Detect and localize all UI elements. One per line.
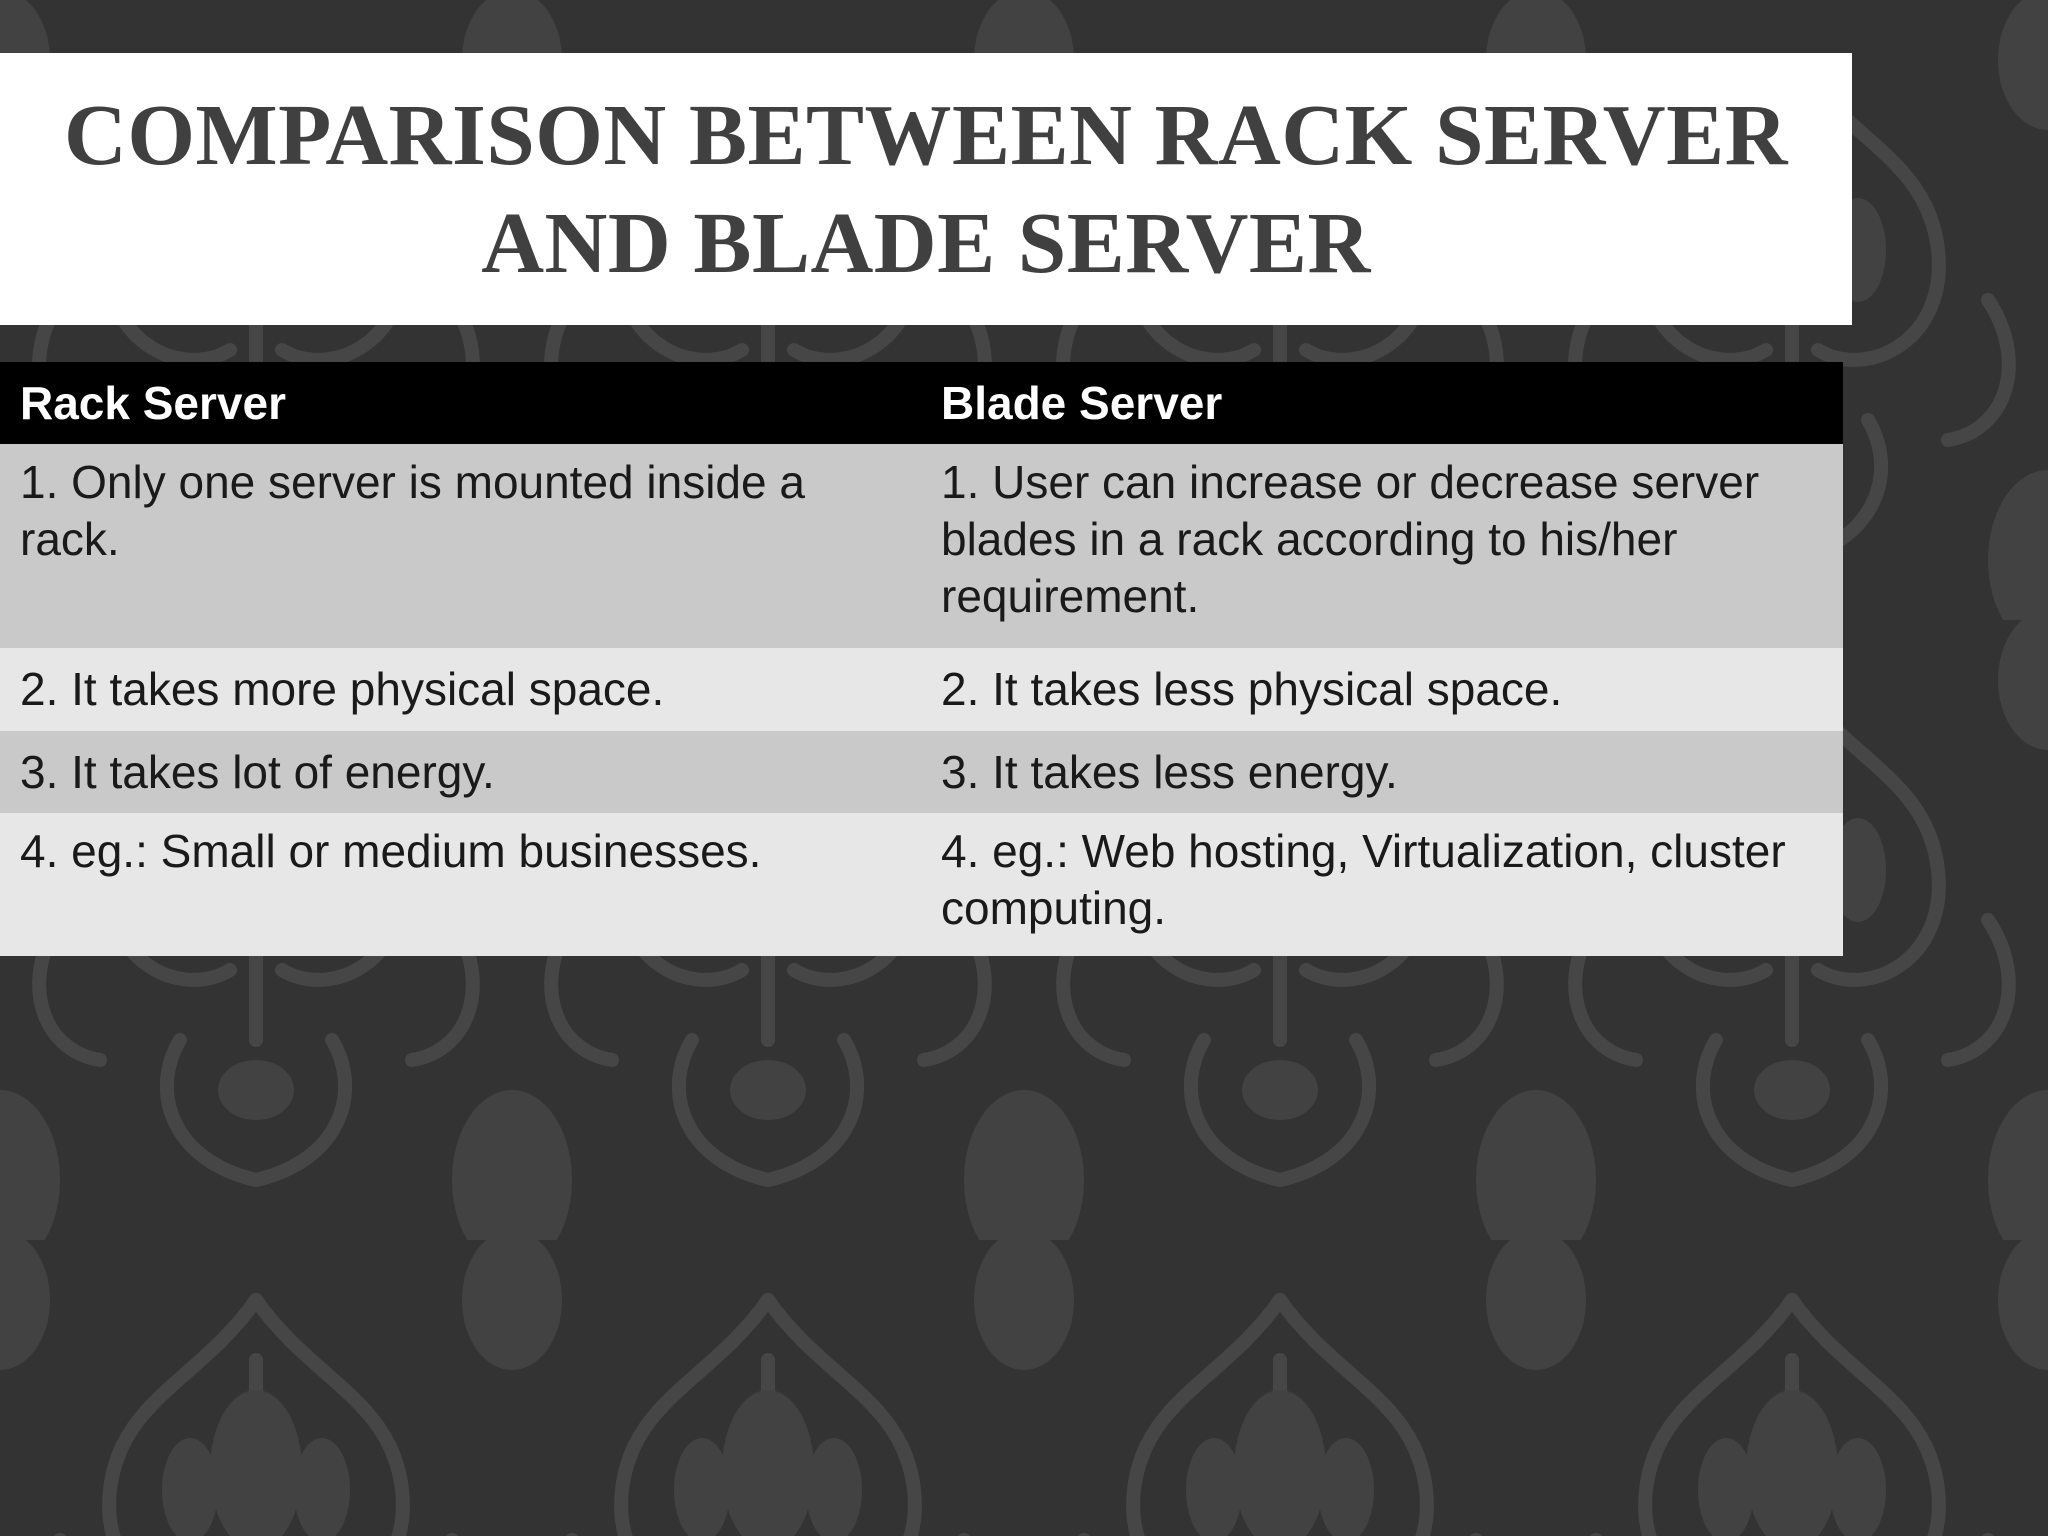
table-row: 3. It takes lot of energy. 3. It takes l… <box>0 731 1843 813</box>
blade-cell: 1. User can increase or decrease server … <box>921 444 1843 648</box>
slide-title: COMPARISON BETWEEN RACK SERVER AND BLADE… <box>64 86 1788 291</box>
table-row: 1. Only one server is mounted inside a r… <box>0 444 1843 648</box>
table-header-row: Rack Server Blade Server <box>0 362 1843 444</box>
rack-cell: 4. eg.: Small or medium businesses. <box>0 813 921 956</box>
blade-cell: 3. It takes less energy. <box>921 731 1843 813</box>
rack-cell: 1. Only one server is mounted inside a r… <box>0 444 921 648</box>
table-row: 4. eg.: Small or medium businesses. 4. e… <box>0 813 1843 956</box>
rack-cell: 2. It takes more physical space. <box>0 648 921 731</box>
title-box: COMPARISON BETWEEN RACK SERVER AND BLADE… <box>0 53 1852 325</box>
blade-cell: 4. eg.: Web hosting, Virtualization, clu… <box>921 813 1843 956</box>
header-blade-server: Blade Server <box>921 362 1843 444</box>
comparison-table: Rack Server Blade Server 1. Only one ser… <box>0 362 1843 956</box>
header-rack-server: Rack Server <box>0 362 921 444</box>
blade-cell: 2. It takes less physical space. <box>921 648 1843 731</box>
table-row: 2. It takes more physical space. 2. It t… <box>0 648 1843 731</box>
rack-cell: 3. It takes lot of energy. <box>0 731 921 813</box>
